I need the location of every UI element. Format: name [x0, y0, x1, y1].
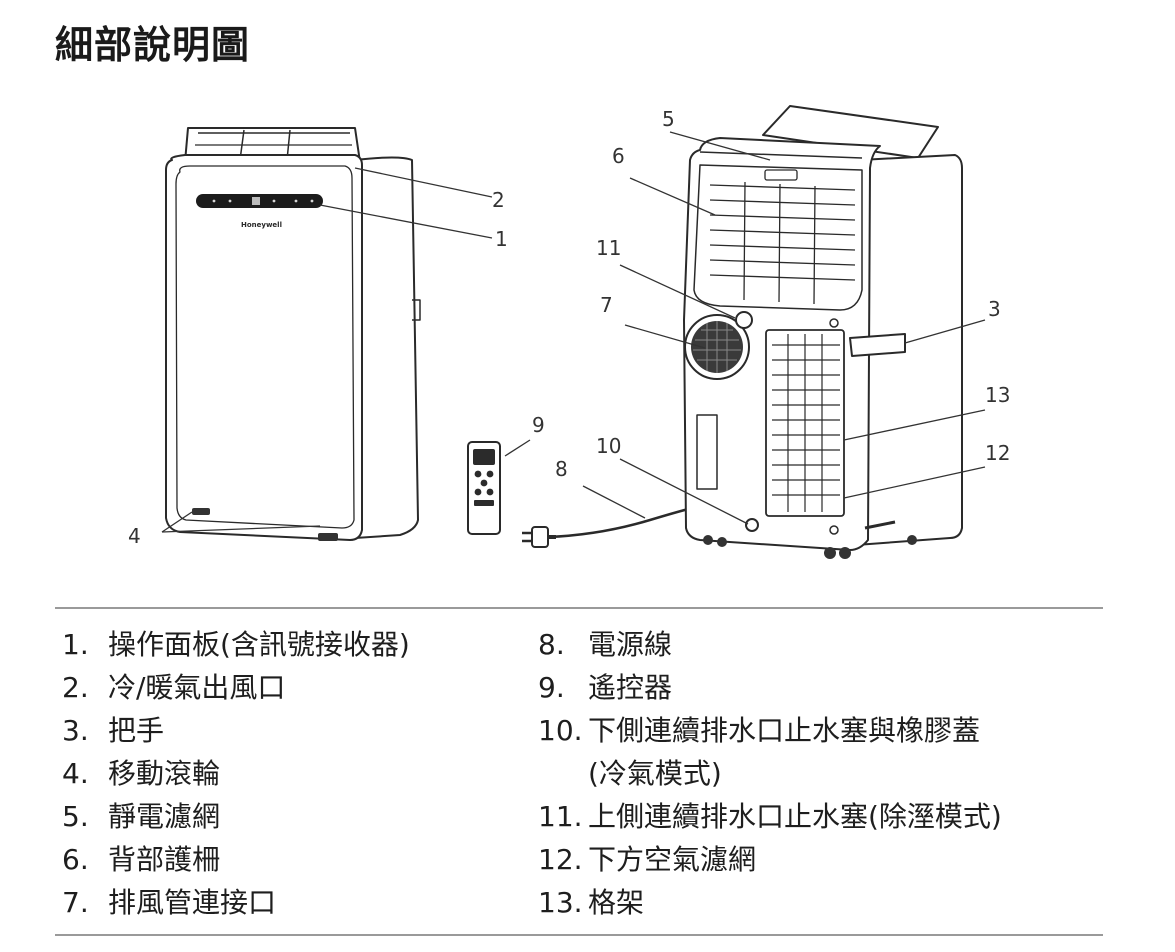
legend-item: 4. 移動滾輪	[62, 752, 410, 795]
legend-text: 背部護柵	[108, 843, 221, 876]
legend-text: 上側連續排水口止水塞(除溼模式)	[588, 800, 1002, 833]
legend-item: 11.上側連續排水口止水塞(除溼模式)	[538, 795, 1002, 838]
legend-item: 5. 靜電濾網	[62, 795, 410, 838]
callout-3: 3	[988, 297, 1001, 321]
legend-number: 8.	[538, 628, 565, 661]
legend-number: 12.	[538, 843, 583, 876]
callout-12: 12	[985, 441, 1010, 465]
legend-text: 移動滾輪	[108, 757, 221, 790]
legend-text: 冷/暖氣出風口	[108, 671, 286, 704]
legend-text: 遙控器	[588, 671, 673, 704]
legend-number: 11.	[538, 800, 583, 833]
callout-13: 13	[985, 383, 1010, 407]
legend-item: 12.下方空氣濾網	[538, 838, 1002, 881]
remote-control-illustration	[467, 441, 501, 535]
callout-11: 11	[596, 236, 621, 260]
legend-column-2: 8. 電源線 9. 遙控器 10.下側連續排水口止水塞與橡膠蓋 (冷氣模式) 11.…	[538, 623, 1002, 924]
callout-9: 9	[532, 413, 545, 437]
legend-number: 13.	[538, 886, 583, 919]
legend-text: 排風管連接口	[108, 886, 277, 919]
callout-7: 7	[600, 293, 613, 317]
legend-text: 電源線	[588, 628, 673, 661]
legend-number: 9.	[538, 671, 565, 704]
legend-item: 2. 冷/暖氣出風口	[62, 666, 410, 709]
legend-item: 8. 電源線	[538, 623, 1002, 666]
legend-number: 6.	[62, 843, 89, 876]
brand-logo: Honeywell	[241, 221, 282, 229]
legend-number: 7.	[62, 886, 89, 919]
legend-number: 3.	[62, 714, 89, 747]
top-divider	[55, 607, 1103, 609]
legend-text: 把手	[108, 714, 165, 747]
legend-number: 1.	[62, 628, 89, 661]
legend-text: 操作面板(含訊號接收器)	[108, 628, 410, 661]
legend-text: 下側連續排水口止水塞與橡膠蓋	[588, 714, 981, 747]
legend-column-1: 1. 操作面板(含訊號接收器) 2. 冷/暖氣出風口 3. 把手 4. 移動滾輪 5. 靜…	[62, 623, 410, 924]
front-unit-illustration	[165, 127, 421, 541]
callout-5: 5	[662, 107, 675, 131]
callout-10: 10	[596, 434, 621, 458]
legend-item: 6. 背部護柵	[62, 838, 410, 881]
back-unit-illustration	[683, 105, 963, 559]
legend-item: 9. 遙控器	[538, 666, 1002, 709]
legend-text: 下方空氣濾網	[588, 843, 757, 876]
power-cord-illustration	[522, 505, 702, 548]
legend-number: 4.	[62, 757, 89, 790]
callout-6: 6	[612, 144, 625, 168]
legend-item: 7. 排風管連接口	[62, 881, 410, 924]
callout-1: 1	[495, 227, 508, 251]
page-title: 細部說明圖	[55, 23, 251, 67]
legend-item: 13.格架	[538, 881, 1002, 924]
legend-item: 3. 把手	[62, 709, 410, 752]
legend-item: 1. 操作面板(含訊號接收器)	[62, 623, 410, 666]
legend-number: 2.	[62, 671, 89, 704]
legend-text: (冷氣模式)	[588, 757, 722, 790]
legend-item: 10.下側連續排水口止水塞與橡膠蓋	[538, 709, 1002, 752]
legend-text: 靜電濾網	[108, 800, 221, 833]
legend-number: 10.	[538, 714, 583, 747]
callout-8: 8	[555, 457, 568, 481]
bottom-divider	[55, 934, 1103, 936]
legend-item-continuation: (冷氣模式)	[538, 752, 1002, 795]
callout-4: 4	[128, 524, 141, 548]
product-diagram: Honeywell 1 2 3 4 5 6 7 8 9 10 11 12 13	[128, 105, 1010, 559]
legend-number: 5.	[62, 800, 89, 833]
leader-lines	[161, 131, 986, 533]
callout-2: 2	[492, 188, 505, 212]
legend-text: 格架	[588, 886, 645, 919]
